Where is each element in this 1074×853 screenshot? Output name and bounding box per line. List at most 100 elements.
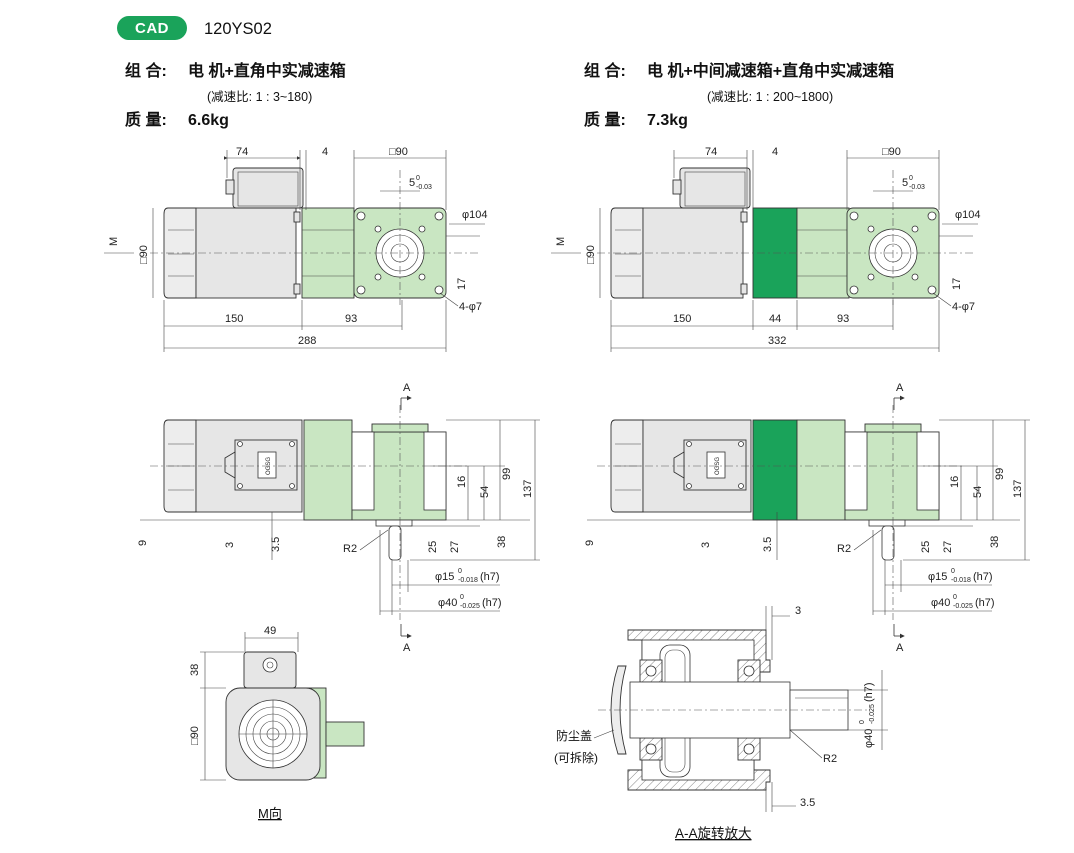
- svg-text:(h7): (h7): [482, 597, 502, 609]
- left-combo-label: 组 合:: [125, 61, 167, 80]
- svg-text:150: 150: [673, 313, 691, 325]
- svg-text:φ15: φ15: [435, 571, 454, 583]
- svg-text:□90: □90: [882, 146, 901, 158]
- left-front-view: 74 4 □90 5 0 -0.03 φ104 17 4-φ7 150 93 2…: [104, 146, 488, 352]
- svg-text:0: 0: [416, 175, 420, 182]
- svg-text:-0.03: -0.03: [909, 184, 925, 191]
- dim-sq90-side: □90: [138, 245, 150, 264]
- dim-74: 74: [236, 146, 248, 158]
- dim-sq90: □90: [389, 146, 408, 158]
- right-top-view: OGSG A A 99 137 16 54 9 3: [584, 382, 1030, 654]
- svg-text:3.5: 3.5: [762, 537, 774, 552]
- m-label: M: [108, 237, 120, 246]
- dust-cover-label: 防尘盖: [556, 728, 592, 743]
- svg-text:0: 0: [953, 594, 957, 601]
- dim-93: 93: [345, 313, 357, 325]
- left-mass-value: 6.6kg: [188, 112, 229, 129]
- model-number: 120YS02: [204, 20, 272, 38]
- right-mass-label: 质 量:: [584, 110, 626, 129]
- terminal-box: [232, 167, 304, 209]
- svg-text:9: 9: [137, 540, 149, 546]
- dim-49: 49: [264, 625, 276, 637]
- svg-text:0: 0: [859, 720, 866, 724]
- svg-text:0: 0: [460, 594, 464, 601]
- svg-text:4-φ7: 4-φ7: [952, 301, 975, 313]
- svg-text:3.5: 3.5: [800, 797, 815, 809]
- svg-text:3: 3: [795, 605, 801, 617]
- right-mass-value: 7.3kg: [647, 112, 688, 129]
- dim-4: 4: [322, 146, 328, 158]
- svg-text:□90: □90: [585, 245, 597, 264]
- right-combo-value: 电 机+中间减速箱+直角中实减速箱: [647, 61, 894, 80]
- dim-holes: 4-φ7: [459, 301, 482, 313]
- dim-288: 288: [298, 335, 316, 347]
- dim-332: 332: [768, 335, 786, 347]
- svg-text:25: 25: [427, 541, 439, 553]
- svg-text:-0.018: -0.018: [458, 577, 478, 584]
- svg-text:54: 54: [972, 486, 984, 498]
- dim-150: 150: [225, 313, 243, 325]
- right-ratio: (减速比: 1 : 200~1800): [707, 90, 833, 104]
- left-ratio: (减速比: 1 : 3~180): [207, 90, 312, 104]
- right-front-view: 74 4 □90 5 0 -0.03 φ104 17 4-φ7 150 44 9…: [551, 146, 981, 352]
- svg-text:(h7): (h7): [975, 597, 995, 609]
- section-a-bottom: A: [403, 642, 411, 654]
- right-spec: 组 合: 电 机+中间减速箱+直角中实减速箱 (减速比: 1 : 200~180…: [584, 61, 894, 129]
- motor-fan-cover: [163, 207, 197, 299]
- svg-text:27: 27: [449, 541, 461, 553]
- svg-text:74: 74: [705, 146, 717, 158]
- svg-text:OGSG: OGSG: [715, 457, 721, 475]
- right-combo-label: 组 合:: [584, 61, 626, 80]
- svg-text:R2: R2: [823, 753, 837, 765]
- svg-text:□90: □90: [189, 726, 201, 745]
- svg-text:M: M: [555, 237, 567, 246]
- left-top-view: OGSG A A 99 137 16 54 9: [137, 382, 540, 654]
- svg-text:(h7): (h7): [480, 571, 500, 583]
- svg-text:54: 54: [479, 486, 491, 498]
- svg-text:9: 9: [584, 540, 596, 546]
- svg-text:R2: R2: [343, 543, 357, 555]
- svg-text:φ40: φ40: [931, 597, 950, 609]
- svg-text:(h7): (h7): [863, 682, 875, 702]
- dust-cover-removable: (可拆除): [554, 750, 598, 765]
- svg-text:5: 5: [902, 177, 908, 189]
- dim-44: 44: [769, 313, 781, 325]
- svg-text:A: A: [896, 382, 904, 394]
- section-aa: 3 φ40 0 -0.025 (h7) R2 3.5 防尘盖 (可拆除) A-A…: [554, 605, 888, 841]
- svg-text:38: 38: [496, 536, 508, 548]
- section-a-top: A: [403, 382, 411, 394]
- left-spec: 组 合: 电 机+直角中实减速箱 (减速比: 1 : 3~180) 质 量: 6…: [125, 61, 346, 129]
- dim-phi104: φ104: [462, 209, 488, 221]
- svg-text:R2: R2: [837, 543, 851, 555]
- svg-text:93: 93: [837, 313, 849, 325]
- svg-text:99: 99: [994, 468, 1006, 480]
- svg-text:16: 16: [949, 476, 961, 488]
- svg-text:0: 0: [458, 568, 462, 575]
- svg-text:137: 137: [1012, 480, 1024, 498]
- svg-text:38: 38: [189, 664, 201, 676]
- svg-text:0: 0: [909, 175, 913, 182]
- svg-text:99: 99: [501, 468, 513, 480]
- svg-text:-0.03: -0.03: [416, 184, 432, 191]
- m-view-label: M向: [258, 806, 282, 821]
- svg-text:3.5: 3.5: [270, 537, 282, 552]
- svg-text:(h7): (h7): [973, 571, 993, 583]
- svg-text:17: 17: [951, 278, 963, 290]
- dim-5: 5: [409, 177, 415, 189]
- svg-text:-0.025: -0.025: [460, 603, 480, 610]
- svg-text:-0.025: -0.025: [953, 603, 973, 610]
- svg-text:A: A: [896, 642, 904, 654]
- left-mass-label: 质 量:: [125, 110, 167, 129]
- section-title: A-A旋转放大: [675, 826, 752, 841]
- svg-text:25: 25: [920, 541, 932, 553]
- svg-text:0: 0: [951, 568, 955, 575]
- m-view: 49 38 □90 M向: [189, 625, 365, 821]
- svg-text:-0.025: -0.025: [869, 704, 876, 724]
- svg-text:4: 4: [772, 146, 778, 158]
- header: CAD 120YS02: [117, 16, 272, 40]
- left-combo-value: 电 机+直角中实减速箱: [188, 61, 346, 80]
- svg-text:-0.018: -0.018: [951, 577, 971, 584]
- cad-badge[interactable]: [117, 16, 187, 40]
- svg-text:38: 38: [989, 536, 1001, 548]
